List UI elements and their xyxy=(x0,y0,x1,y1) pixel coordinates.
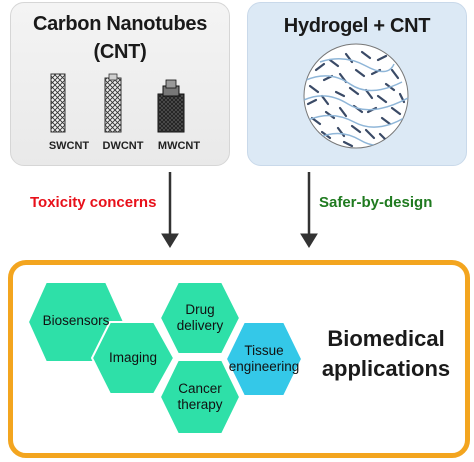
imaging-text: Imaging xyxy=(108,350,158,365)
biosensors-text: Biosensors xyxy=(42,313,110,328)
applications-box xyxy=(8,260,470,458)
arrow-right-icon xyxy=(300,172,318,248)
safer-by-design-label: Safer-by-design xyxy=(319,194,433,211)
imaging-label: Imaging xyxy=(92,350,174,366)
toxicity-concerns-label: Toxicity concerns xyxy=(30,194,157,211)
engineering-text: engineering xyxy=(228,359,300,374)
hydrogel-title: Hydrogel + CNT xyxy=(283,15,431,37)
biomedical-applications-heading: Biomedical applications xyxy=(316,324,456,384)
arrow-left-icon xyxy=(161,172,179,248)
therapy-text: therapy xyxy=(177,397,223,412)
biosensors-label: Biosensors xyxy=(28,313,124,329)
tissue-engineering-label: Tissue engineering xyxy=(222,343,306,375)
hexagon-drug-delivery xyxy=(158,281,242,355)
hexagon-tissue-engineering xyxy=(224,321,304,397)
hexagon-cancer-therapy xyxy=(158,359,242,435)
dwcnt-icon xyxy=(104,73,122,133)
swcnt-icon xyxy=(50,73,66,133)
delivery-text: delivery xyxy=(176,318,224,333)
hexagon-imaging xyxy=(90,321,176,395)
mwcnt-label: MWCNT xyxy=(157,140,201,152)
cancer-text: Cancer xyxy=(178,381,222,396)
swcnt-label: SWCNT xyxy=(48,140,90,152)
hydrogel-network-icon xyxy=(303,43,409,149)
drug-text: Drug xyxy=(185,302,215,317)
cnt-title-line2: (CNT) xyxy=(93,41,147,63)
cnt-panel: Carbon Nanotubes (CNT) SWCNT DWCNT MWCNT xyxy=(10,2,230,166)
mwcnt-icon xyxy=(157,79,185,133)
cnt-title-line1: Carbon Nanotubes xyxy=(32,13,208,35)
applications-text: applications xyxy=(321,356,451,381)
dwcnt-label: DWCNT xyxy=(102,140,144,152)
cancer-therapy-label: Cancer therapy xyxy=(160,381,240,413)
biomedical-text: Biomedical xyxy=(327,326,445,351)
tissue-text: Tissue xyxy=(244,343,284,358)
drug-delivery-label: Drug delivery xyxy=(160,302,240,334)
